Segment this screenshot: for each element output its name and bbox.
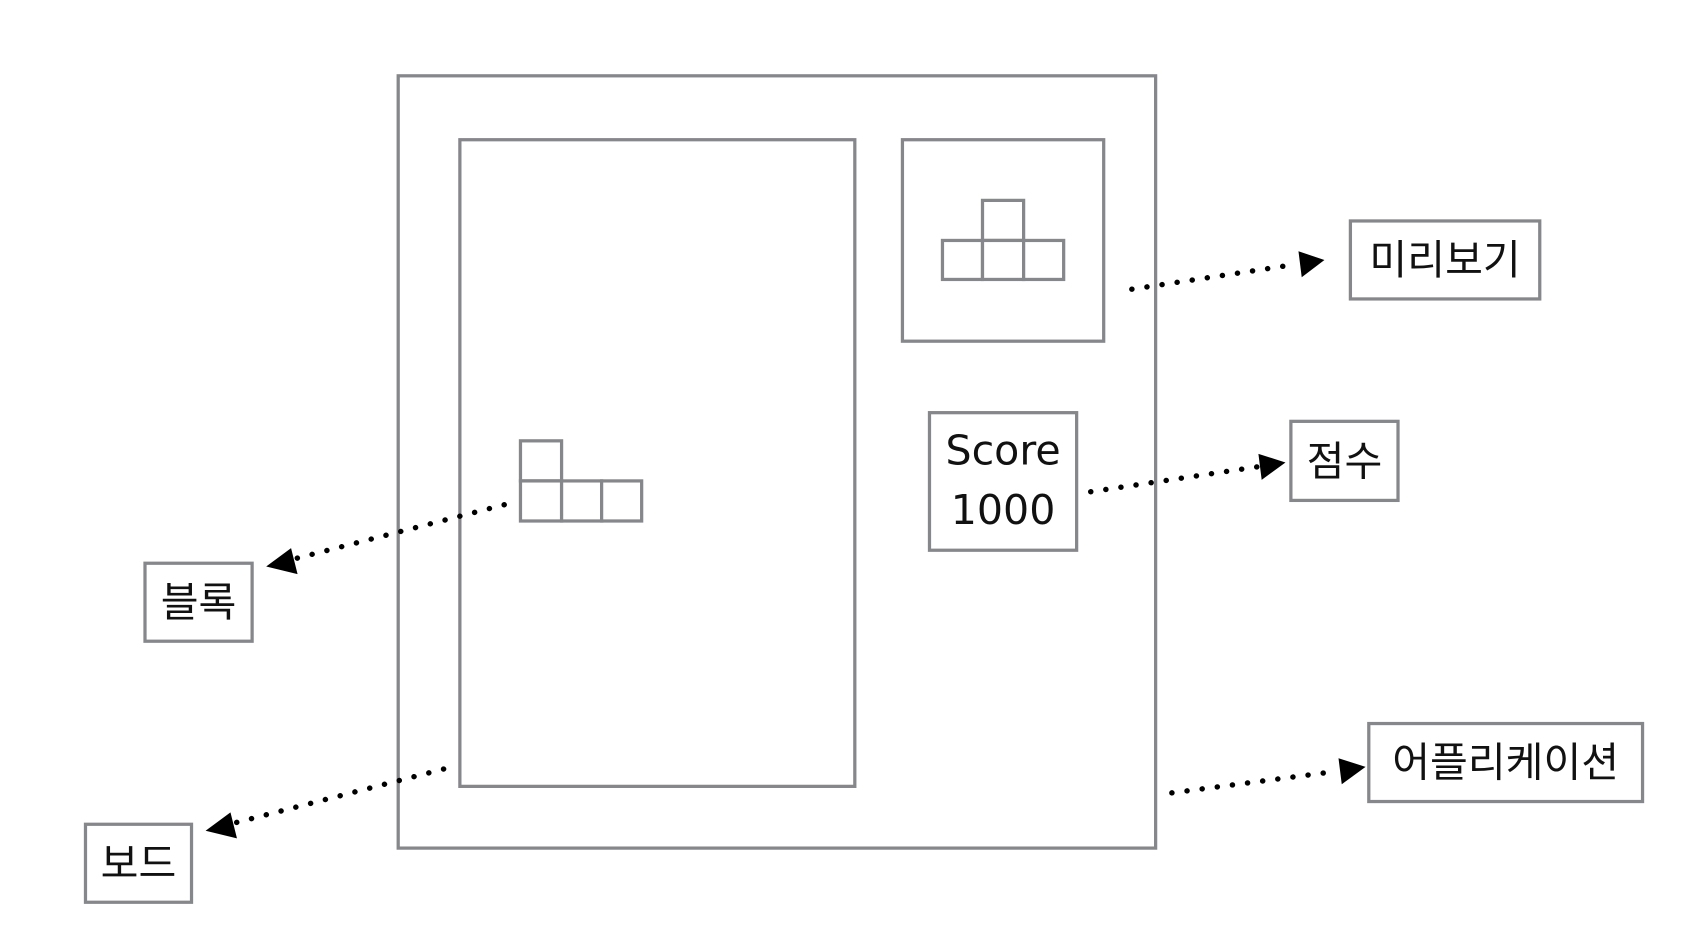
score-arrow bbox=[1088, 453, 1286, 495]
preview-block-cell bbox=[980, 198, 1026, 243]
preview-arrow bbox=[1129, 251, 1325, 292]
block-cell bbox=[518, 439, 564, 483]
label-application-text: 어플리케이션 bbox=[1392, 739, 1619, 787]
label-board-box bbox=[83, 822, 194, 904]
block-cell bbox=[599, 479, 644, 523]
label-preview-box bbox=[1348, 219, 1542, 301]
label-board: 보드 bbox=[83, 822, 194, 904]
label-application: 어플리케이션 bbox=[1367, 721, 1645, 804]
score-panel bbox=[927, 411, 1079, 552]
label-score-text: 점수 bbox=[1307, 437, 1383, 485]
label-block-text: 블록 bbox=[161, 578, 237, 626]
label-preview: 미리보기 bbox=[1348, 219, 1542, 301]
label-block: 블록 bbox=[143, 561, 254, 643]
preview-block bbox=[940, 198, 1066, 282]
application-arrow bbox=[1169, 758, 1366, 796]
label-application-box bbox=[1367, 721, 1645, 804]
label-preview-text: 미리보기 bbox=[1369, 236, 1520, 284]
block-arrow bbox=[266, 502, 507, 575]
board-arrow bbox=[205, 766, 447, 839]
label-board-text: 보드 bbox=[101, 839, 177, 887]
label-score: 점수 bbox=[1289, 419, 1400, 503]
preview-block-cell bbox=[940, 238, 985, 282]
block-cell bbox=[518, 479, 564, 523]
score-title: Score bbox=[945, 427, 1060, 475]
label-block-box bbox=[143, 561, 254, 643]
preview-block-cell bbox=[1021, 238, 1066, 282]
block-cell bbox=[559, 479, 604, 523]
label-score-box bbox=[1289, 419, 1400, 503]
current-block bbox=[518, 439, 644, 523]
preview-block-cell bbox=[980, 238, 1026, 282]
score-value: 1000 bbox=[951, 486, 1056, 534]
